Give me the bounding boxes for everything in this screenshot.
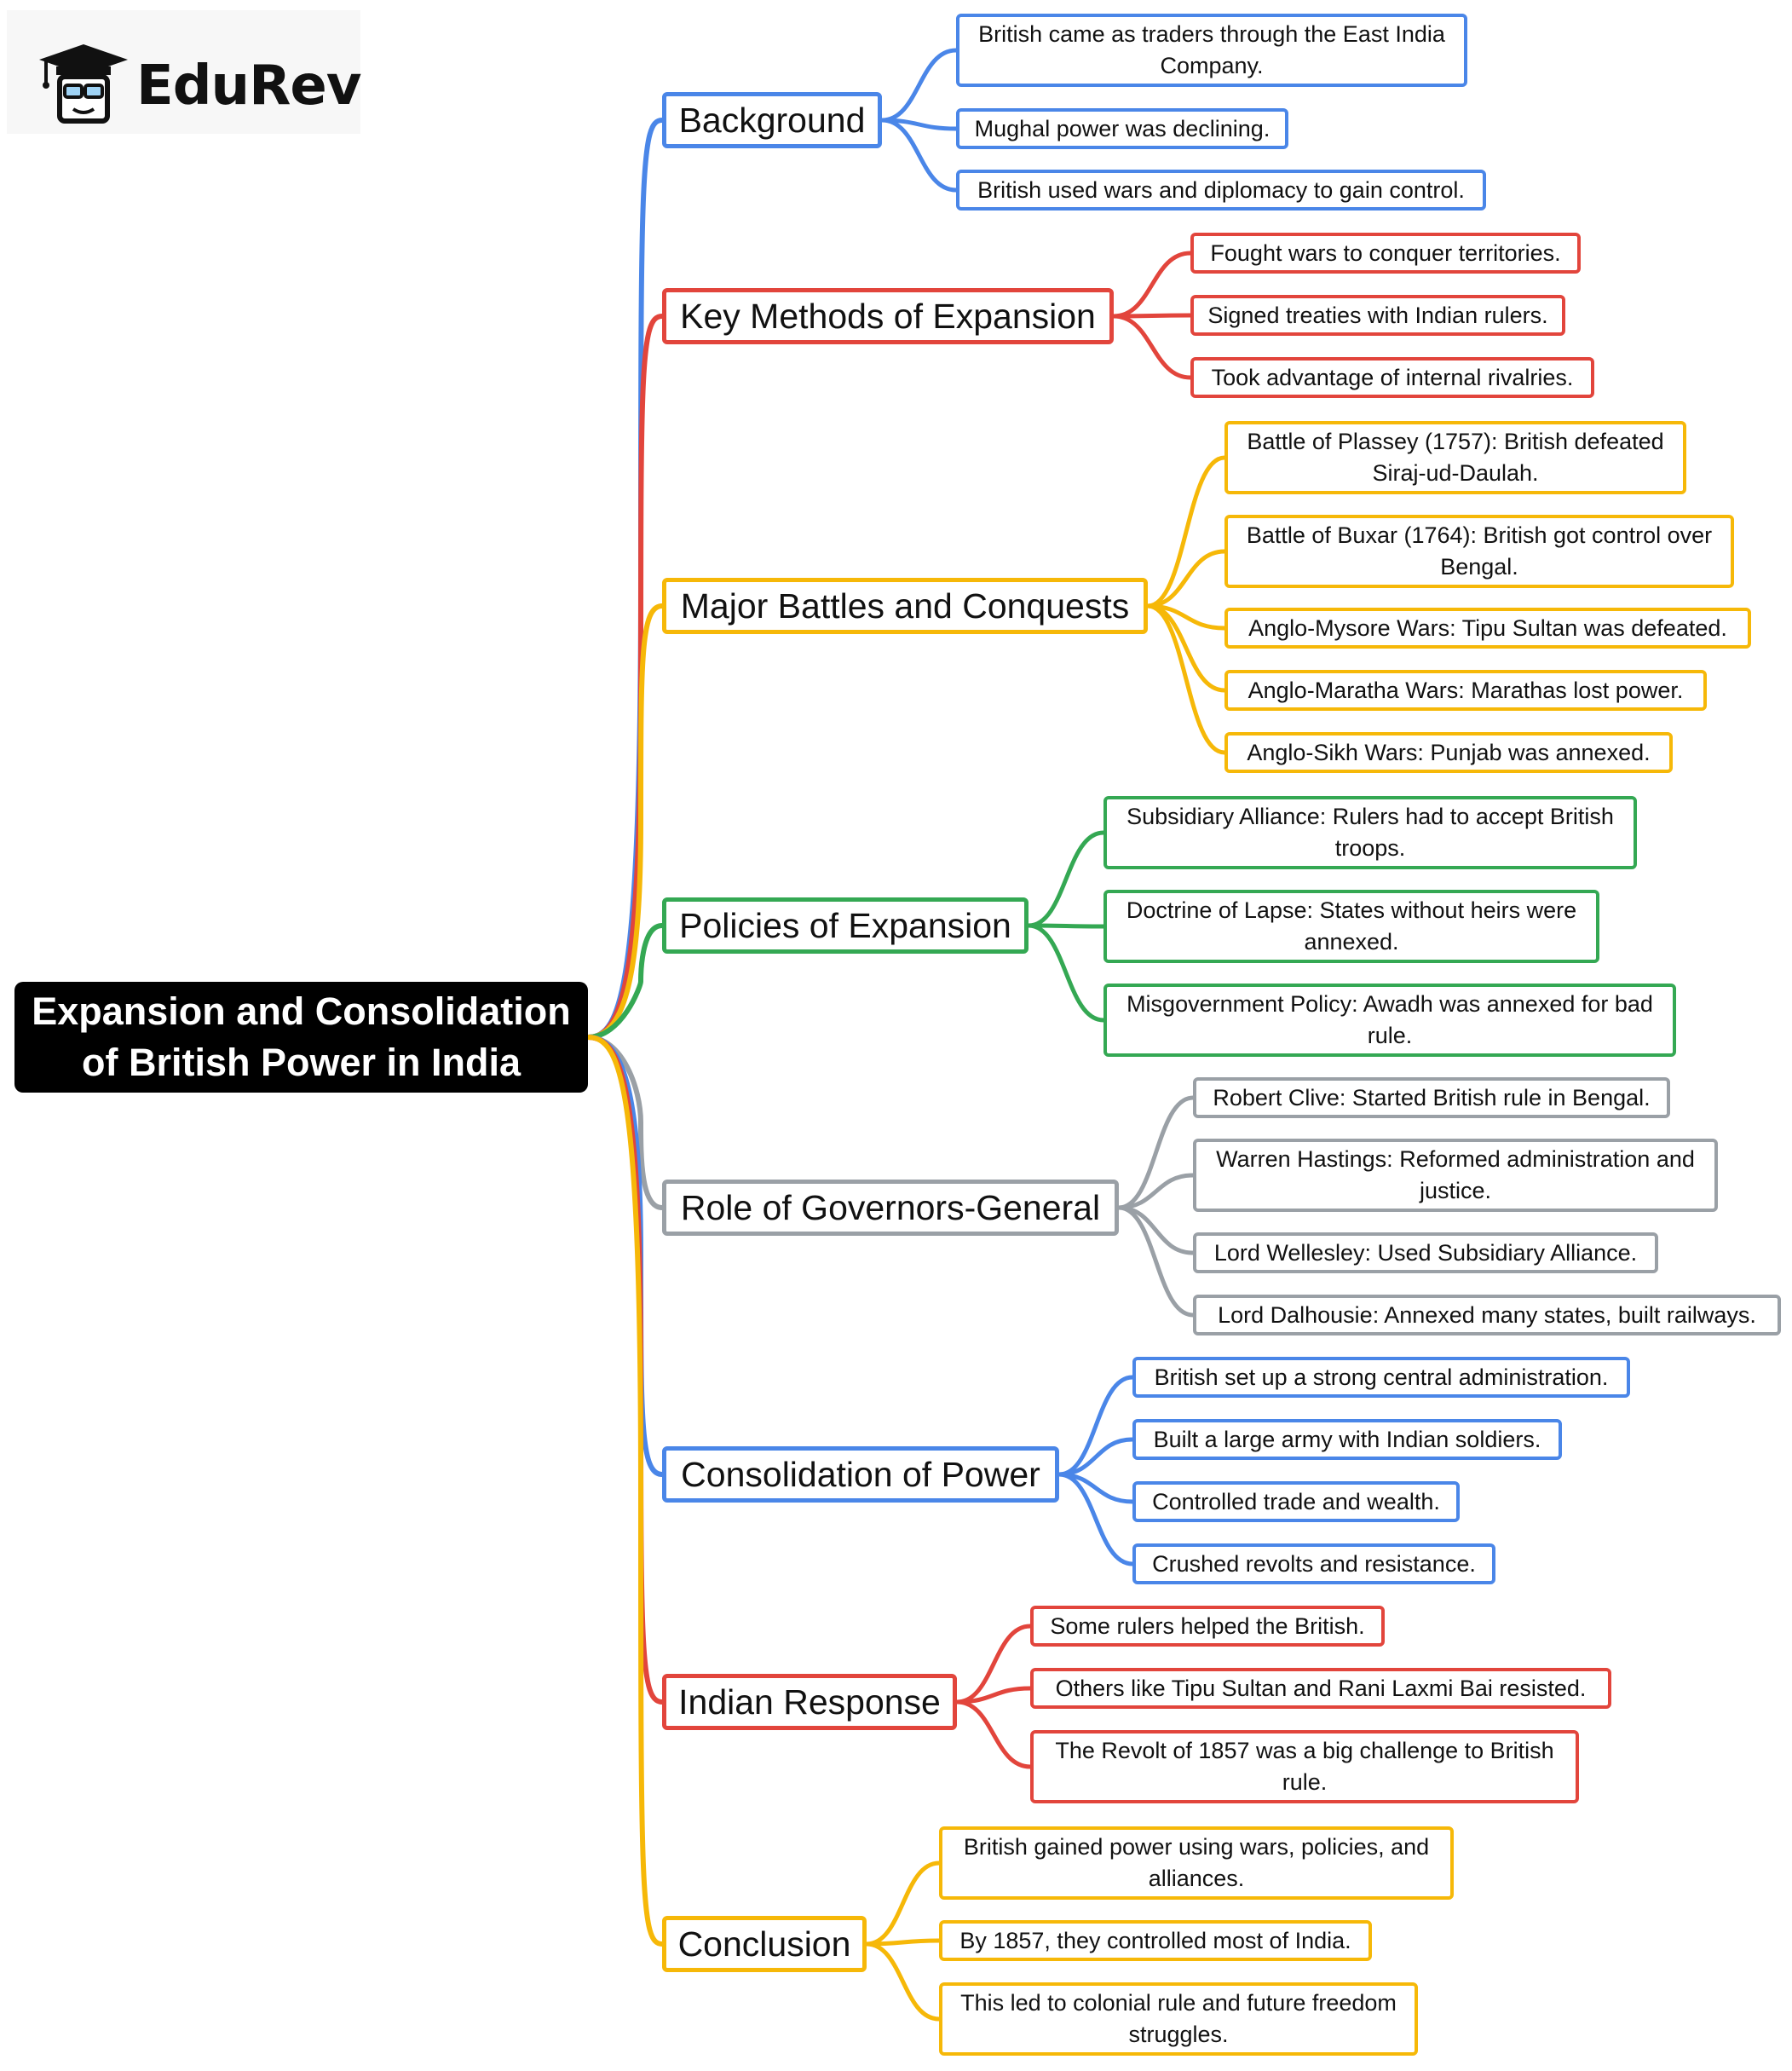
leaf-node: Anglo-Maratha Wars: Marathas lost power.	[1224, 670, 1707, 711]
root-title: Expansion and Consolidation of British P…	[14, 982, 588, 1093]
leaf-node: Mughal power was declining.	[956, 108, 1288, 149]
branch-node: Conclusion	[662, 1916, 867, 1972]
leaf-node: Others like Tipu Sultan and Rani Laxmi B…	[1030, 1668, 1611, 1709]
branch-node: Major Battles and Conquests	[662, 578, 1148, 634]
leaf-node: Misgovernment Policy: Awadh was annexed …	[1103, 984, 1676, 1057]
leaf-connector	[1116, 1173, 1196, 1210]
leaf-connector	[1145, 455, 1227, 609]
leaf-connector	[1026, 830, 1106, 928]
leaf-connector	[1145, 549, 1227, 609]
leaf-connector	[1057, 1472, 1135, 1566]
leaf-connector	[879, 118, 959, 193]
leaf-connector	[879, 48, 959, 123]
branch-node: Role of Governors-General	[662, 1180, 1119, 1236]
leaf-node: Lord Wellesley: Used Subsidiary Alliance…	[1193, 1232, 1658, 1273]
leaf-connector	[1111, 313, 1193, 319]
leaf-node: Lord Dalhousie: Annexed many states, bui…	[1193, 1295, 1781, 1335]
branch-node: Policies of Expansion	[662, 897, 1029, 954]
leaf-connector	[954, 1686, 1033, 1705]
leaf-node: British came as traders through the East…	[956, 14, 1467, 87]
leaf-node: The Revolt of 1857 was a big challenge t…	[1030, 1730, 1579, 1803]
leaf-node: Some rulers helped the British.	[1030, 1606, 1385, 1647]
leaf-connector	[1145, 603, 1227, 755]
branch-connector	[585, 603, 665, 1040]
leaf-connector	[1026, 923, 1106, 1023]
leaf-node: Built a large army with Indian soldiers.	[1132, 1419, 1562, 1460]
leaf-node: Subsidiary Alliance: Rulers had to accep…	[1103, 796, 1637, 869]
leaf-node: Took advantage of internal rivalries.	[1190, 357, 1594, 398]
leaf-node: Robert Clive: Started British rule in Be…	[1193, 1077, 1670, 1118]
leaf-connector	[1111, 251, 1193, 319]
branch-connector	[585, 923, 665, 1040]
leaf-connector	[1116, 1095, 1196, 1210]
leaf-connector	[864, 1941, 942, 2022]
branch-node: Background	[662, 92, 882, 148]
leaf-connector	[1057, 1437, 1135, 1477]
leaf-node: Anglo-Sikh Wars: Punjab was annexed.	[1224, 732, 1673, 773]
branch-connector	[585, 1035, 665, 1947]
branch-node: Consolidation of Power	[662, 1446, 1059, 1503]
branch-connector	[585, 118, 665, 1040]
leaf-connector	[1116, 1205, 1196, 1255]
leaf-node: This led to colonial rule and future fre…	[939, 1982, 1418, 2056]
leaf-node: British gained power using wars, policie…	[939, 1826, 1454, 1900]
leaf-node: Battle of Plassey (1757): British defeat…	[1224, 421, 1686, 494]
leaf-node: By 1857, they controlled most of India.	[939, 1920, 1372, 1961]
leaf-node: Crushed revolts and resistance.	[1132, 1543, 1495, 1584]
branch-connector	[585, 1035, 665, 1705]
leaf-connector	[954, 1699, 1033, 1769]
brand-name: EduRev	[136, 55, 361, 118]
leaf-connector	[864, 1860, 942, 1947]
leaf-node: British used wars and diplomacy to gain …	[956, 170, 1486, 211]
leaf-node: Warren Hastings: Reformed administration…	[1193, 1139, 1718, 1212]
leaf-node: Signed treaties with Indian rulers.	[1190, 295, 1565, 336]
leaf-connector	[1111, 314, 1193, 380]
leaf-node: Fought wars to conquer territories.	[1190, 233, 1581, 274]
leaf-node: Battle of Buxar (1764): British got cont…	[1224, 515, 1734, 588]
leaf-node: Doctrine of Lapse: States without heirs …	[1103, 890, 1599, 963]
leaf-connector	[1116, 1205, 1196, 1318]
branch-node: Key Methods of Expansion	[662, 288, 1114, 344]
branch-node: Indian Response	[662, 1674, 957, 1730]
graduation-cap-icon	[39, 44, 128, 124]
leaf-node: British set up a strong central administ…	[1132, 1357, 1630, 1398]
branch-connector	[585, 1035, 665, 1210]
leaf-connector	[1057, 1375, 1135, 1477]
leaf-node: Controlled trade and wealth.	[1132, 1481, 1460, 1522]
leaf-connector	[954, 1624, 1033, 1705]
edurev-logo: EduRev	[7, 10, 361, 134]
leaf-node: Anglo-Mysore Wars: Tipu Sultan was defea…	[1224, 608, 1751, 649]
